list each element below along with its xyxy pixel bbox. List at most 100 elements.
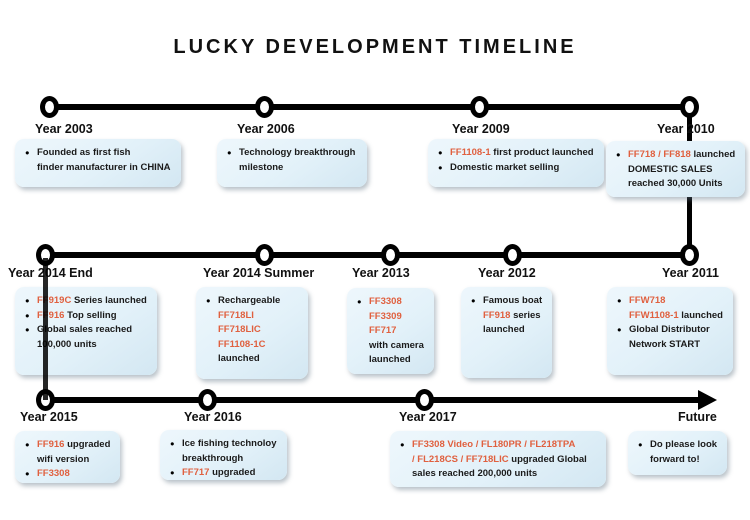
card-line: ●FF3308 [357, 295, 424, 310]
plain-text: Founded as first fish [37, 147, 131, 158]
card-line-text: launched [218, 352, 260, 367]
timeline-node-2011 [680, 244, 699, 266]
card-line: DOMESTIC SALES [616, 163, 735, 178]
year-label-2014-summer: Year 2014 Summer [203, 266, 315, 280]
timeline-node-2017 [415, 389, 434, 411]
card-line: launched [206, 352, 298, 367]
card-line-text: 100,000 units [37, 338, 97, 353]
card-line: wifi version [25, 453, 110, 468]
timeline-node-2014-summer [255, 244, 274, 266]
plain-text: launched [483, 324, 525, 335]
card-line-text: FF3308 [37, 467, 70, 482]
plain-text: upgraded [209, 467, 256, 478]
model-code-text: FF3308 [369, 296, 402, 307]
card-line-text: FFW718 [629, 294, 665, 309]
bullet-icon: ● [170, 468, 175, 477]
bullet-icon: ● [638, 440, 643, 449]
card-line-text: FF3308 [369, 295, 402, 310]
year-label-2009: Year 2009 [452, 122, 510, 136]
card-line-text: FF918 series [483, 309, 541, 324]
card-line: milestone [227, 161, 357, 176]
model-code-text: FF3309 [369, 310, 402, 322]
card-line-text: FF1108-1C [218, 338, 266, 353]
model-code-text: FFW1108-1 [629, 309, 679, 321]
card-line: ● Ice fishing technoloy [170, 437, 277, 452]
model-code-text: FF3308 [37, 468, 70, 479]
bullet-icon: ● [170, 439, 175, 448]
plain-text: Global sales reached [37, 324, 133, 335]
plain-text: series [510, 309, 541, 321]
plain-text: launched [690, 149, 736, 160]
card-line-text: FF919C Series launched [37, 294, 147, 309]
card-line-text: launched [483, 323, 525, 338]
card-line-text: Famous boat [483, 294, 542, 309]
plain-text: upgraded [64, 439, 111, 450]
plain-text: wifi version [37, 453, 90, 465]
card-line: ●FF3308 [25, 467, 110, 482]
plain-text: Series launched [71, 295, 147, 306]
plain-text: finder manufacturer in CHINA [37, 161, 171, 173]
card-line: FF718LIC [206, 323, 298, 338]
card-line-text: wifi version [37, 453, 89, 468]
card-line: ● FF916 Top selling [25, 309, 147, 324]
plain-text: Network START [629, 338, 701, 350]
plain-text: Rechargeable [218, 295, 281, 306]
model-code-text: FF717 [182, 467, 210, 478]
plain-text: Famous boat [483, 295, 543, 306]
card-line-text: milestone [239, 161, 283, 176]
bullet-icon: ● [438, 162, 443, 172]
card-line: FF3309 [357, 310, 424, 325]
plain-text: launched [678, 309, 723, 321]
card-line-text: FF916 upgraded [37, 438, 110, 453]
plain-text: launched [218, 353, 260, 364]
model-code-text: FF916 [37, 439, 65, 450]
model-code-text: FFW718 [629, 295, 666, 306]
card-line: ● Founded as first fish [25, 146, 171, 161]
year-label-2013: Year 2013 [352, 266, 410, 280]
year-label-2016: Year 2016 [184, 410, 242, 424]
model-code-text: FF718LI [218, 309, 254, 321]
card-line-text: FF3308 Video / FL180PR / FL218TPA [412, 438, 575, 453]
year-label-2010: Year 2010 [657, 122, 715, 136]
card-year-2014-end: ●FF919C Series launched●FF916 Top sellin… [15, 287, 157, 375]
model-code-text: FF718LIC [218, 324, 261, 335]
card-year-2017: ●FF3308 Video / FL180PR / FL218TPA/ FL21… [390, 431, 606, 487]
card-line-text: FF717 upgraded [182, 466, 255, 481]
card-line-text: FF916 Top selling [37, 309, 117, 324]
timeline-node-2006 [255, 96, 274, 118]
card-line-text: Global Distributor [629, 323, 710, 338]
model-code-text: FF918 [483, 309, 511, 321]
card-line: FF918 series [471, 309, 542, 324]
plain-text: with camera [369, 339, 424, 351]
bullet-icon: ● [227, 148, 232, 157]
card-line: ● FF717 upgraded [170, 466, 277, 481]
bullet-icon: ● [25, 148, 30, 157]
timeline-node-2003 [40, 96, 59, 118]
card-year-2003: ● Founded as first fish finder manufacture… [15, 139, 181, 187]
card-line-text: FF1108-1 first product launched [450, 146, 594, 161]
page-title: LUCKY DEVELOPMENT TIMELINE [173, 36, 577, 58]
plain-text: first product launched [490, 147, 594, 158]
plain-text: forward to! [650, 453, 700, 465]
timeline-line-row1 [46, 104, 694, 110]
card-line-text: Ice fishing technoloy [182, 437, 277, 452]
card-line: breakthrough [170, 452, 277, 467]
year-label-2014-end: Year 2014 End [8, 266, 93, 280]
bullet-icon: ● [206, 296, 211, 305]
plain-text: breakthrough [182, 452, 244, 464]
bullet-icon: ● [25, 440, 30, 449]
card-line: 100,000 units [25, 338, 147, 353]
card-line: launched [357, 353, 424, 368]
card-line-text: FFW1108-1 launched [629, 309, 723, 324]
card-line-text: breakthrough [182, 452, 243, 467]
model-code-text: FF919C [37, 295, 72, 306]
timeline-node-2009 [470, 96, 489, 118]
bullet-icon: ● [471, 296, 476, 305]
bullet-icon: ● [25, 310, 30, 320]
